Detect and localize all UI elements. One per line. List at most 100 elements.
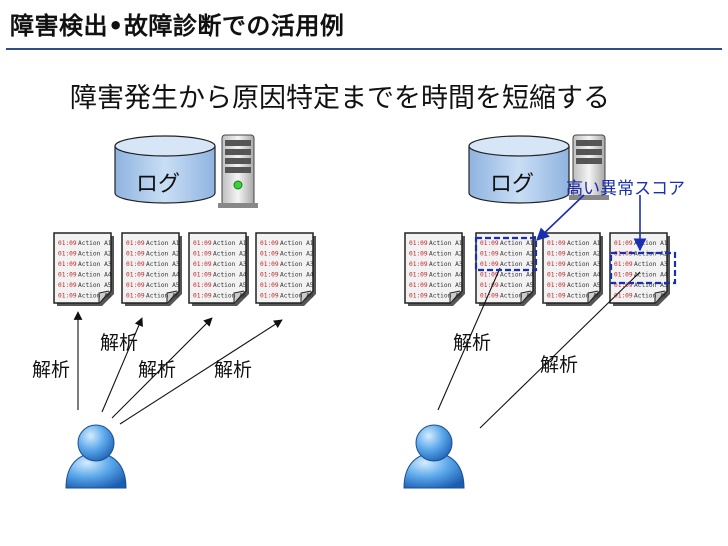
log-action: Action A2: [146, 251, 180, 258]
log-action: Action A4: [213, 272, 247, 279]
log-database-icon-right: [468, 135, 570, 204]
log-action: Action A5: [280, 282, 314, 289]
log-action: Action A2: [429, 251, 463, 258]
analysis-label: 解析: [100, 332, 139, 354]
analysis-label: 解析: [32, 359, 71, 381]
log-action: Action A4: [280, 272, 314, 279]
log-time: 01:09: [126, 293, 145, 300]
log-time: 01:09: [58, 261, 77, 268]
analysis-label: 解析: [453, 332, 492, 354]
log-action: Action A1: [146, 240, 180, 247]
log-time: 01:09: [480, 251, 499, 258]
log-action: Action A6: [146, 293, 180, 300]
title-divider: [6, 48, 722, 50]
log-action: Action A4: [634, 272, 668, 279]
log-action: Action A1: [567, 240, 601, 247]
log-action: Action A1: [280, 240, 314, 247]
analysis-lines-right: [437, 267, 641, 429]
log-time: 01:09: [126, 272, 145, 279]
log-action: Action A4: [429, 272, 463, 279]
log-action: Action A5: [429, 282, 463, 289]
log-action: Action A2: [213, 251, 247, 258]
log-time: 01:09: [409, 240, 428, 247]
log-time: 01:09: [126, 251, 145, 258]
log-action: Action A1: [429, 240, 463, 247]
log-time: 01:09: [547, 282, 566, 289]
log-label-right: ログ: [490, 172, 535, 197]
log-time: 01:09: [193, 240, 212, 247]
slide-subtitle: 障害発生から原因特定までを時間を短縮する: [70, 83, 610, 114]
log-time: 01:09: [409, 282, 428, 289]
log-time: 01:09: [614, 240, 633, 247]
log-action: Action A1: [213, 240, 247, 247]
log-time: 01:09: [614, 293, 633, 300]
log-time: 01:09: [126, 261, 145, 268]
log-time: 01:09: [409, 261, 428, 268]
log-time: 01:09: [260, 293, 279, 300]
log-action: Action A4: [567, 272, 601, 279]
log-time: 01:09: [614, 282, 633, 289]
log-action: Action A6: [567, 293, 601, 300]
log-time: 01:09: [193, 293, 212, 300]
log-time: 01:09: [193, 282, 212, 289]
log-action: Action A1: [78, 240, 112, 247]
anomaly-highlight-box-2: [609, 251, 677, 285]
user-icon-left: [65, 424, 127, 489]
log-action: Action A6: [500, 293, 534, 300]
log-action: Action A6: [429, 293, 463, 300]
log-action: Action A5: [213, 282, 247, 289]
log-action: Action A5: [78, 282, 112, 289]
log-action: Action A5: [634, 282, 668, 289]
log-time: 01:09: [58, 251, 77, 258]
log-label-left: ログ: [136, 172, 181, 197]
log-time: 01:09: [547, 293, 566, 300]
log-time: 01:09: [260, 272, 279, 279]
user-icon-right: [403, 424, 465, 489]
log-action: Action A1: [500, 240, 534, 247]
log-action: Action A3: [567, 261, 601, 268]
log-action: Action A5: [567, 282, 601, 289]
log-time: 01:09: [193, 251, 212, 258]
log-action: Action A5: [146, 282, 180, 289]
log-time: 01:09: [260, 282, 279, 289]
log-time: 01:09: [480, 282, 499, 289]
log-time: 01:09: [58, 282, 77, 289]
log-time: 01:09: [126, 282, 145, 289]
log-action: Action A6: [78, 293, 112, 300]
log-database-icon-left: [114, 135, 216, 204]
log-action: Action A3: [146, 261, 180, 268]
log-action: Action A4: [146, 272, 180, 279]
analysis-label: 解析: [214, 359, 253, 381]
log-action: Action A3: [213, 261, 247, 268]
log-action: Action A3: [429, 261, 463, 268]
log-action: Action A1: [634, 240, 668, 247]
log-action: Action A3: [280, 261, 314, 268]
log-time: 01:09: [58, 240, 77, 247]
log-time: 01:09: [409, 272, 428, 279]
log-action: Action A3: [634, 261, 668, 268]
log-action: Action A2: [78, 251, 112, 258]
high-anomaly-score-label: 高い異常スコア: [566, 179, 685, 199]
log-time: 01:09: [480, 261, 499, 268]
log-time: 01:09: [260, 261, 279, 268]
log-time: 01:09: [409, 251, 428, 258]
log-time: 01:09: [614, 261, 633, 268]
log-action: Action A4: [78, 272, 112, 279]
log-time: 01:09: [547, 251, 566, 258]
log-time: 01:09: [480, 272, 499, 279]
analysis-label: 解析: [138, 359, 177, 381]
log-time: 01:09: [193, 272, 212, 279]
log-action: Action A3: [78, 261, 112, 268]
score-arrows: [536, 194, 647, 252]
log-action: Action A6: [280, 293, 314, 300]
log-time: 01:09: [547, 240, 566, 247]
log-time: 01:09: [480, 240, 499, 247]
log-action: Action A3: [500, 261, 534, 268]
server-icon-left: [218, 134, 258, 208]
